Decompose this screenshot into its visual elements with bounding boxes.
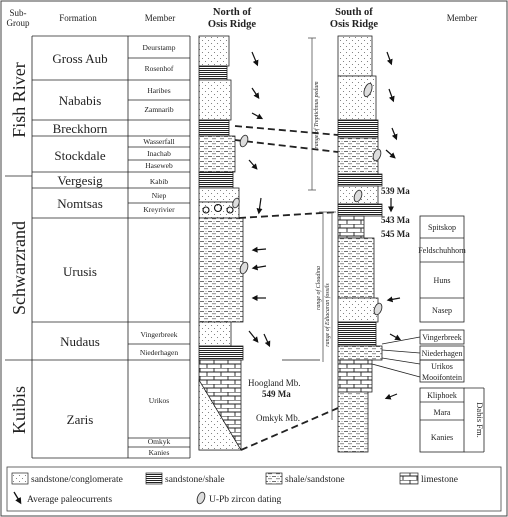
omkyk-member-label: Omkyk Mb. [256,413,300,423]
age-549: 549 Ma [262,389,291,399]
member-deurstamp: Deurstamp [143,43,176,52]
age-543: 543 Ma [381,215,410,225]
formation-stockdale: Stockdale [54,148,105,163]
hoogland-member: Hoogland Mb. [248,378,301,388]
formation-nomtsas: Nomtsas [57,196,103,211]
fossil-range-lines [308,37,336,420]
member-spitskop: Spitskop [428,223,456,232]
member-feldschuhhorn: Feldschuhhorn [418,246,466,255]
zircon-icon [372,148,382,162]
member-kreyrivier: Kreyrivier [143,205,175,214]
member-inachab: Inachab [147,149,171,158]
member-kliphoek: Kliphoek [427,391,457,400]
zircon-icon [363,82,373,98]
south-paleocurrent-arrows [384,51,402,400]
member-zamnarib: Zamnarib [144,105,173,114]
member-kabib: Kabib [150,177,169,186]
header-north-2: Osis Ridge [208,19,256,30]
right-members: Spitskop Feldschuhhorn Huns Nasep Vinger… [418,223,466,442]
member-huns: Huns [434,276,451,285]
header-group: Group [7,18,30,28]
correlation-lines [234,125,339,451]
age-545: 545 Ma [381,229,410,239]
member-mooifontein: Mooifontein [422,373,462,382]
north-conglomerate-pebbles [202,203,234,214]
member-wasserfall: Wasserfall [143,137,174,146]
legend-zircon: U-Pb zircon dating [209,495,282,505]
formation-gross-aub: Gross Aub [52,51,107,66]
zircon-symbols [232,82,383,316]
zircon-icon [373,302,383,316]
legend-paleocurrents: Average paleocurrents [27,495,112,505]
member-urikos-right: Urikos [431,362,453,371]
north-paleocurrent-arrows [248,51,271,348]
legend-swatch-sandstone-shale [145,472,163,485]
legend-limestone: limestone [421,475,458,485]
header-formation: Formation [59,13,97,23]
header-south-1: South of [335,7,373,18]
member-kanies-right: Kanies [431,433,453,442]
legend-swatch-limestone [399,472,419,485]
dabis-formation-label: Dabis Fm. [475,402,485,437]
member-rosenhof: Rosenhof [145,64,174,73]
member-haribes: Haribes [147,86,170,95]
range-ediacaran: range of Ediacaran fossils [324,283,331,347]
member-omkyk-left: Omkyk [148,437,171,446]
legend-swatch-shale-sandstone [265,472,283,485]
header-member-left: Member [145,13,176,23]
south-column [337,35,383,453]
formation-breckhorn: Breckhorn [53,121,108,136]
legend-shale-sandstone: shale/sandstone [285,475,345,485]
arrow-icon [13,491,22,505]
subgroup-schwarzrand: Schwarzrand [9,221,29,315]
zircon-icon [239,134,249,148]
zircon-icon [353,189,363,203]
formation-nababis: Nababis [59,93,102,108]
formation-vergesig: Vergesig [57,173,103,188]
header-south-2: Osis Ridge [330,19,378,30]
member-niep: Niep [152,191,167,200]
legend: sandstone/conglomerate sandstone/shale s… [6,466,502,512]
left-table-grid [5,35,191,459]
right-member-table [371,215,485,453]
header-north-1: North of [213,7,252,18]
member-mara: Mara [434,408,451,417]
member-niederhagen-left: Niederhagen [140,348,179,357]
left-members: Deurstamp Rosenhof Haribes Zamnarib Wass… [140,43,179,457]
north-column [198,35,244,451]
member-vingerbreek-right: Vingerbreek [422,333,462,342]
zircon-icon [196,491,206,505]
member-vingerbreek-left: Vingerbreek [140,330,177,339]
zircon-icon [239,261,249,275]
legend-swatch-sandstone-conglomerate [11,472,29,485]
formation-nudaus: Nudaus [60,334,100,349]
formation-urusis: Urusis [63,264,97,279]
subgroup-kuibis: Kuibis [9,386,29,434]
formation-zaris: Zaris [67,412,94,427]
member-kanies-left: Kanies [149,448,170,457]
subgroup-fish-river: Fish River [9,62,29,138]
header-member-right: Member [447,13,478,23]
member-nasep: Nasep [432,306,452,315]
range-treptichnus: range of Treptichnus pedum [313,81,320,149]
member-urikos-left: Urikos [149,396,169,405]
member-haseweb: Haseweb [145,161,173,170]
legend-sandstone-conglomerate: sandstone/conglomerate [31,475,123,485]
age-539: 539 Ma [381,186,410,196]
member-niederhagen-right: Niederhagen [422,349,463,358]
zircon-icon [232,197,240,209]
header-subgroup: Sub- [9,8,26,18]
range-cloudina: range of Cloudina [315,266,322,310]
legend-sandstone-shale: sandstone/shale [165,475,225,485]
